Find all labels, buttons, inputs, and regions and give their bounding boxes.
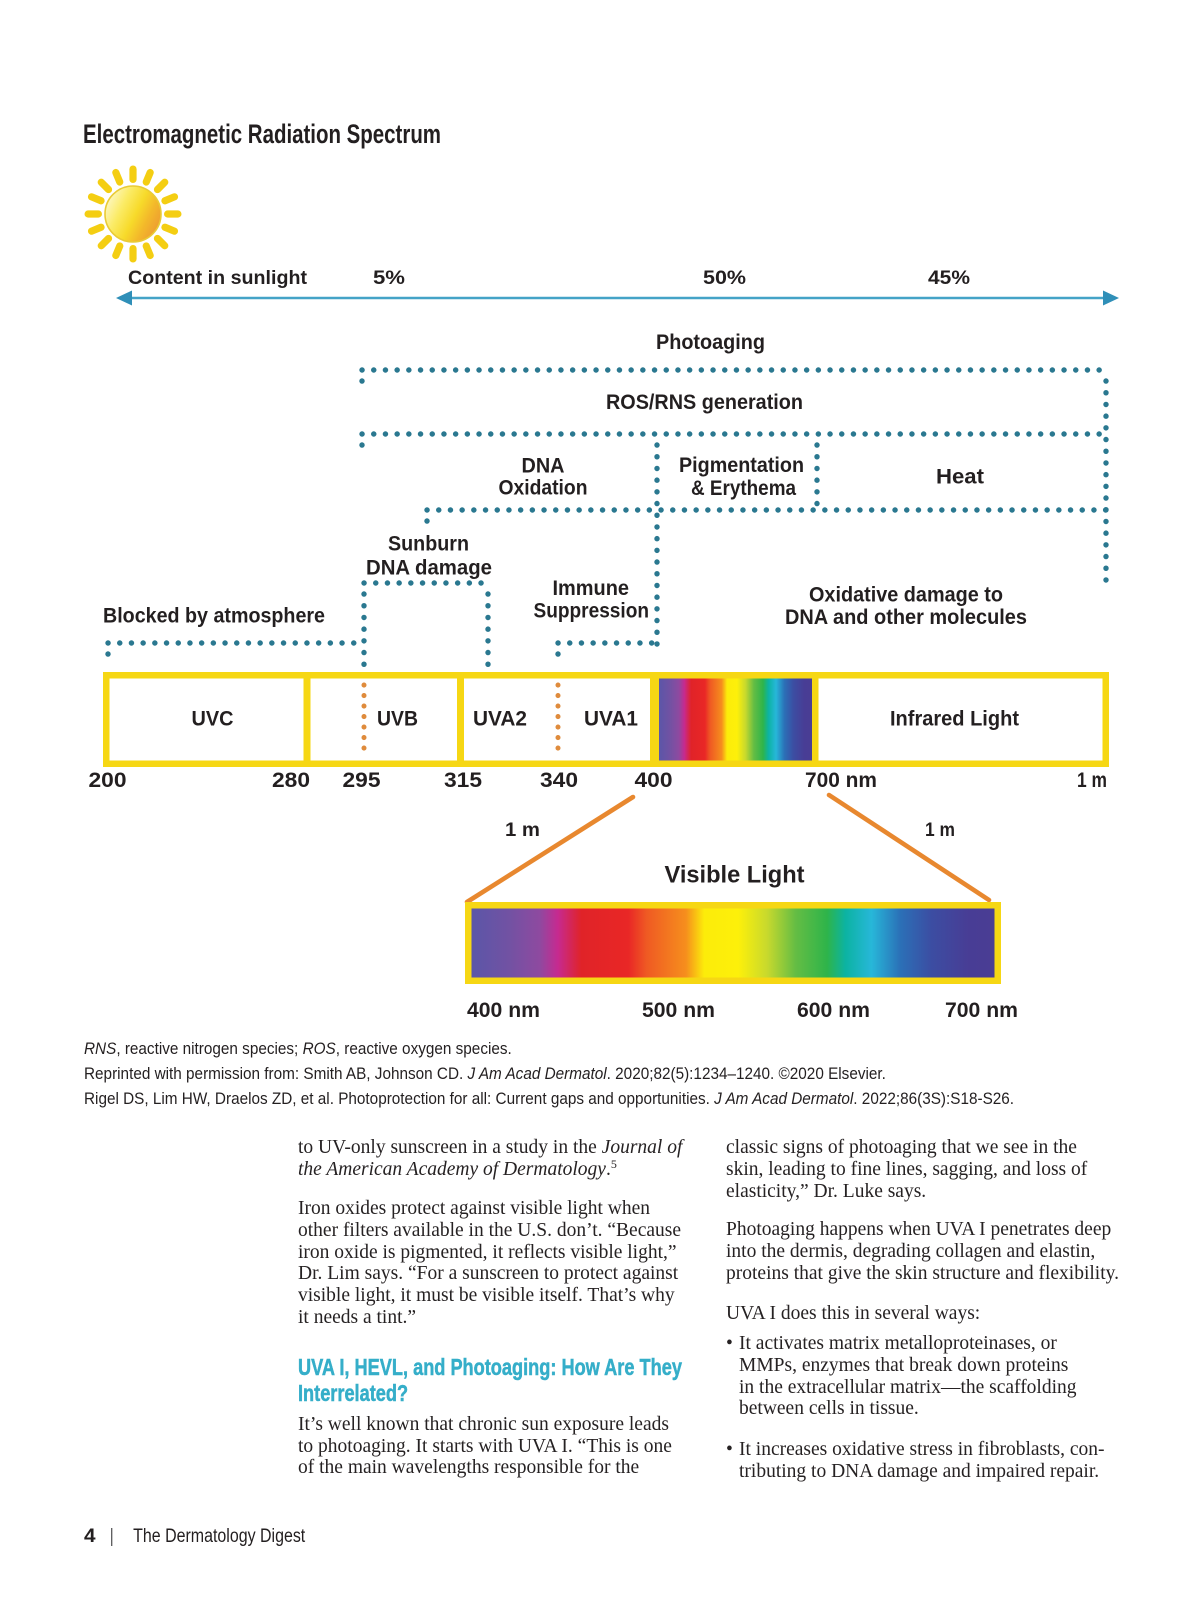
svg-text:Blocked by atmosphere: Blocked by atmosphere (103, 603, 325, 628)
svg-text:1 m: 1 m (1077, 769, 1107, 792)
svg-text:UVA2: UVA2 (473, 708, 527, 731)
svg-text:Suppression: Suppression (534, 598, 650, 623)
svg-text:295: 295 (343, 769, 381, 792)
svg-text:ROS/RNS generation: ROS/RNS generation (606, 389, 803, 414)
svg-text:280: 280 (272, 769, 310, 792)
svg-text:Oxidation: Oxidation (499, 475, 588, 500)
svg-text:Content in sunlight: Content in sunlight (128, 267, 307, 289)
svg-text:Photoaging: Photoaging (656, 329, 765, 354)
svg-text:DNA damage: DNA damage (366, 555, 492, 580)
svg-text:Sunburn: Sunburn (388, 531, 469, 556)
svg-text:340: 340 (540, 769, 578, 792)
svg-text:50%: 50% (703, 267, 746, 289)
svg-text:Visible Light: Visible Light (665, 862, 805, 889)
svg-text:500 nm: 500 nm (642, 999, 715, 1022)
svg-text:Heat: Heat (936, 464, 984, 489)
svg-text:700 nm: 700 nm (805, 769, 877, 792)
svg-text:5%: 5% (373, 267, 405, 289)
svg-text:UVB: UVB (377, 708, 418, 731)
svg-text:Immune: Immune (553, 575, 630, 600)
svg-text:200: 200 (89, 769, 127, 792)
svg-text:Infrared Light: Infrared Light (890, 708, 1019, 731)
svg-text:600 nm: 600 nm (797, 999, 870, 1022)
svg-text:DNA and other molecules: DNA and other molecules (785, 604, 1027, 629)
svg-text:700 nm: 700 nm (945, 999, 1018, 1022)
svg-text:& Erythema: & Erythema (691, 475, 797, 500)
svg-text:Oxidative damage to: Oxidative damage to (809, 582, 1003, 607)
svg-text:400 nm: 400 nm (467, 999, 540, 1022)
svg-text:UVA1: UVA1 (584, 708, 638, 731)
svg-text:UVC: UVC (192, 708, 234, 731)
svg-text:DNA: DNA (522, 453, 565, 478)
svg-text:400: 400 (635, 769, 673, 792)
svg-text:45%: 45% (928, 267, 970, 289)
svg-text:1 m: 1 m (925, 819, 955, 841)
svg-text:Pigmentation: Pigmentation (679, 452, 804, 477)
svg-text:1 m: 1 m (505, 819, 540, 841)
svg-text:Electromagnetic Radiation Spec: Electromagnetic Radiation Spectrum (83, 119, 441, 149)
svg-text:315: 315 (444, 769, 482, 792)
